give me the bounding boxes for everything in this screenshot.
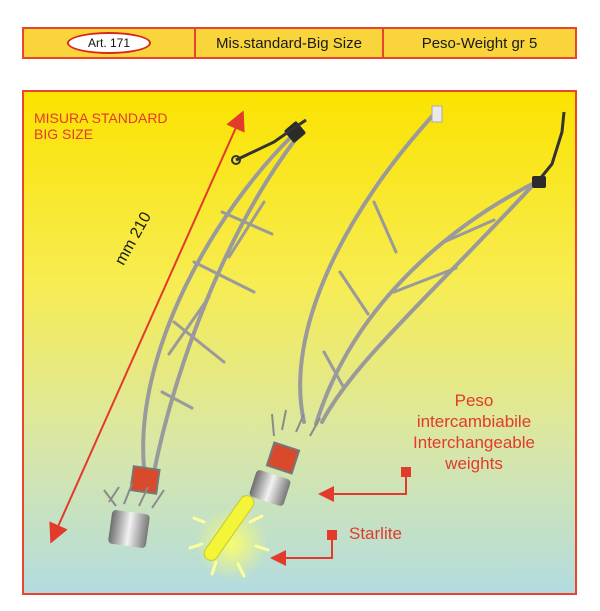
size-text: Mis.standard-Big Size [216,34,362,52]
callout-arrow-icon [318,472,407,502]
callout-arrow-starlite [270,535,333,566]
size-cell: Mis.standard-Big Size [196,29,384,57]
swivel-icon-right [431,105,566,188]
article-cell: Art. 171 [24,29,196,57]
weight-line1: Peso [454,391,494,410]
double-arrow-icon [49,110,245,544]
weight-line4: weights [445,454,503,473]
product-header: Art. 171 Mis.standard-Big Size Peso-Weig… [22,27,577,59]
feeder-cage-illustration [141,132,300,474]
standard-size-label: MISURA STANDARD BIG SIZE [34,110,168,142]
starlite-glow-icon [188,495,270,580]
weight-line2: intercambiabile [416,412,532,431]
article-badge: Art. 171 [67,32,151,54]
weight-text: Peso-Weight gr 5 [421,34,538,52]
feeder-weight-left [103,465,165,548]
weight-line3: Interchangeable [413,433,535,452]
feeder-cage-right [298,110,546,426]
standard-label-line1: MISURA STANDARD [34,110,168,126]
product-panel: MISURA STANDARD BIG SIZE mm 210 Peso int… [22,90,577,595]
standard-label-line2: BIG SIZE [34,126,94,142]
weight-callout: Peso intercambiabile Interchangeable wei… [394,390,554,474]
product-illustration [49,105,566,580]
feeder-weight-right [249,409,321,506]
weight-cell: Peso-Weight gr 5 [384,29,575,57]
starlite-label: Starlite [349,524,402,543]
swivel-icon [231,118,307,165]
article-number: Art. 171 [87,36,131,50]
